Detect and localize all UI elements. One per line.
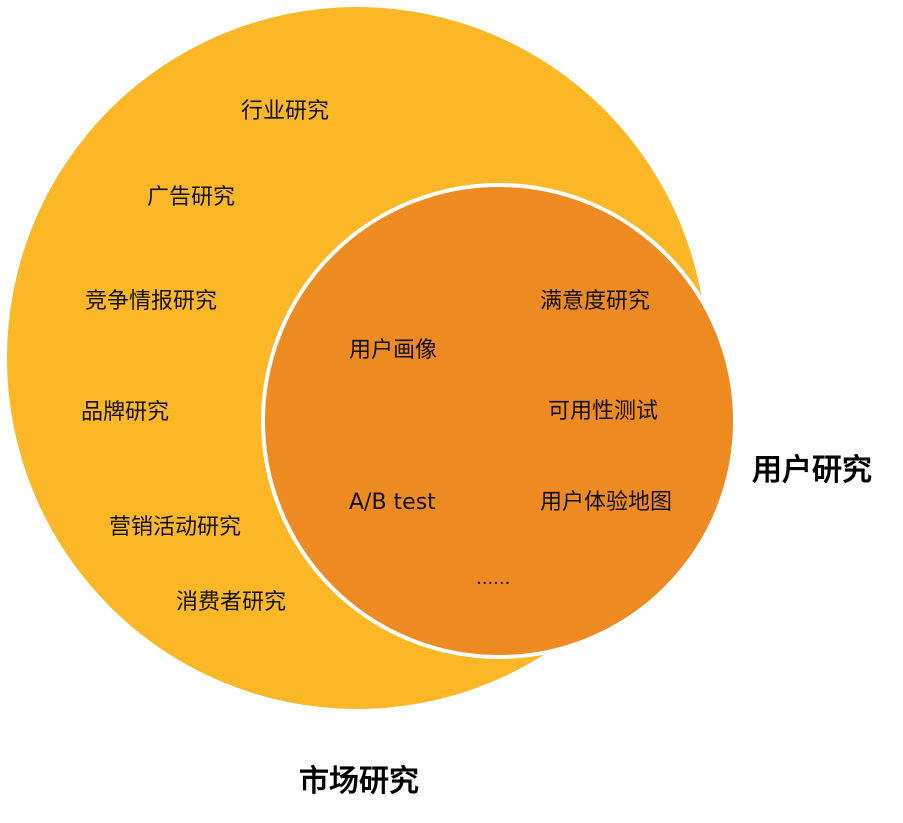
user-research-title: 用户研究 [752, 453, 872, 488]
market-item: 消费者研究 [176, 590, 287, 615]
user-item-ellipsis: ...... [476, 568, 511, 589]
user-research-circle [261, 183, 737, 659]
user-item: 可用性测试 [548, 399, 659, 424]
user-item: 用户体验地图 [540, 490, 673, 515]
market-item: 营销活动研究 [109, 515, 242, 540]
user-item: 用户画像 [349, 338, 438, 363]
market-item: 竞争情报研究 [85, 289, 218, 314]
user-item: 满意度研究 [540, 289, 651, 314]
market-research-title: 市场研究 [299, 764, 419, 799]
market-item: 品牌研究 [81, 400, 170, 425]
market-item: 广告研究 [147, 185, 236, 210]
market-item: 行业研究 [241, 99, 330, 124]
user-item: A/B test [349, 490, 436, 515]
